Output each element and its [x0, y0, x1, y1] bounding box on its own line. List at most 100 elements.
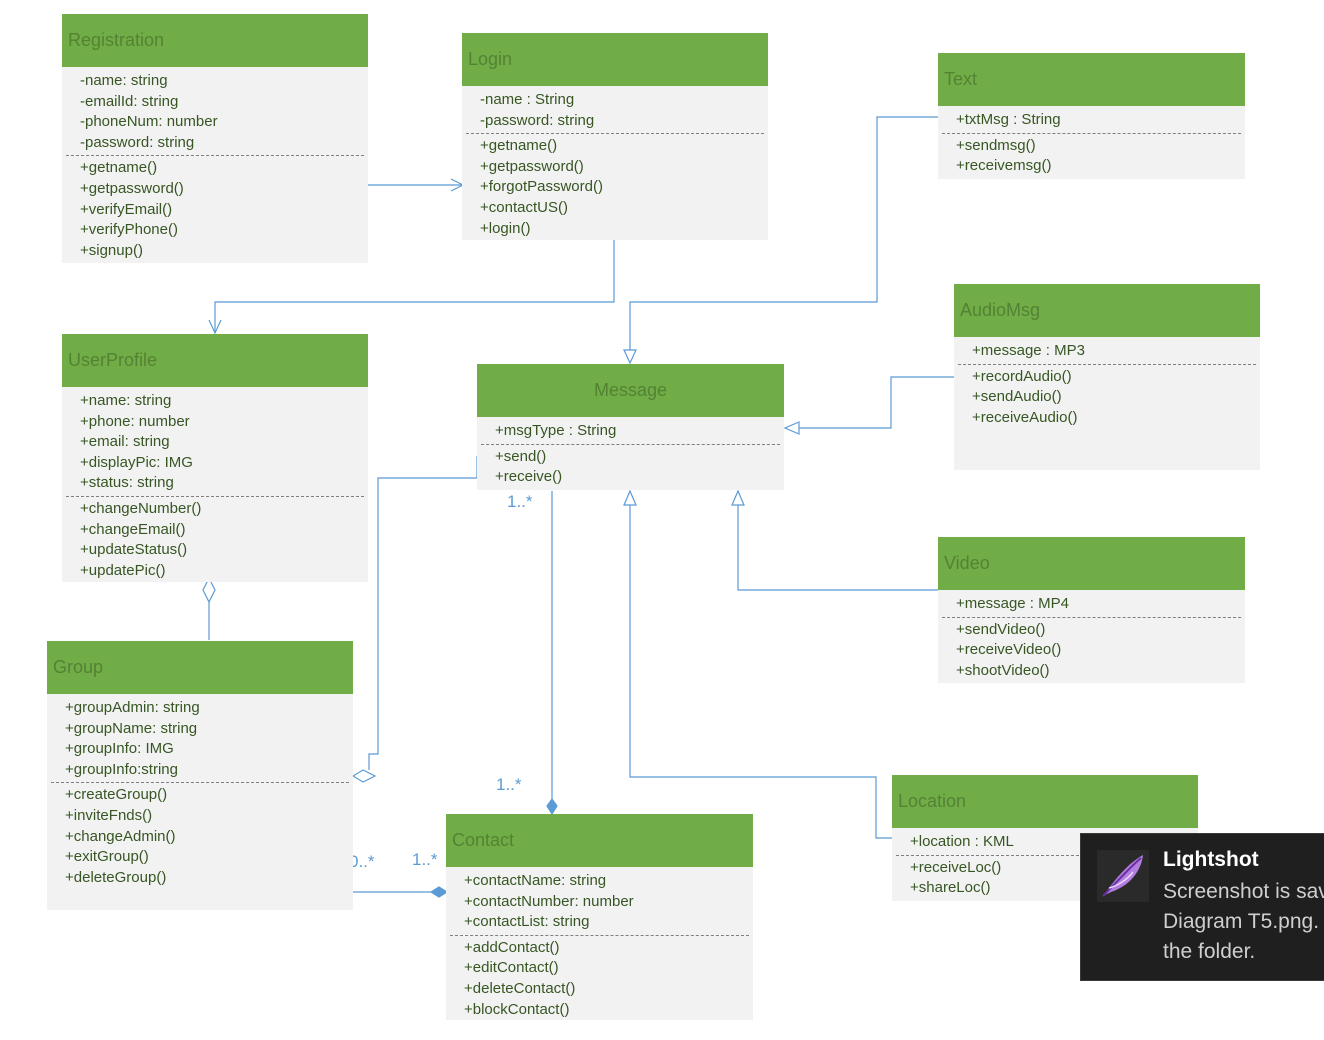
attribute: +groupName: string — [65, 719, 198, 737]
attributes-section: -name : String -password: string — [466, 86, 764, 135]
operation: +receive() — [495, 468, 563, 486]
class-name: Contact — [446, 814, 753, 867]
attribute: +status: string — [80, 474, 174, 492]
operation: +login() — [480, 219, 531, 237]
operation: +changeAdmin() — [65, 827, 176, 845]
class-name: Text — [938, 53, 1245, 106]
operation: +addContact() — [464, 938, 560, 956]
operations-section: +getname()+getpassword()+forgotPassword(… — [462, 134, 768, 241]
operation: +signup() — [80, 241, 143, 259]
multiplicity-label: 0..* — [349, 852, 375, 871]
operations-section: +sendmsg() +receivemsg() — [938, 134, 1245, 179]
attribute: -password: string — [80, 133, 195, 151]
operation: +sendVideo() — [956, 620, 1046, 638]
operation: +createGroup() — [65, 786, 168, 804]
operations-section: +send() +receive() — [477, 445, 784, 490]
open-arrow-userprofile — [208, 319, 222, 335]
operation: +inviteFnds() — [65, 806, 153, 824]
generalization-arrow-video — [731, 489, 745, 506]
attribute: +contactName: string — [464, 872, 607, 889]
notification-message-line: the folder. — [1163, 940, 1256, 963]
attribute: -emailId: string — [80, 92, 179, 110]
multiplicity-label: 1..* — [412, 850, 438, 869]
generalization-arrow-audio — [783, 421, 800, 435]
operation: +exitGroup() — [65, 848, 149, 866]
notification-message-line: Diagram T5.png. Click to open — [1163, 910, 1324, 933]
attributes-section: +location : KML — [896, 828, 1194, 856]
class-name: AudioMsg — [954, 284, 1260, 337]
operation: +getname() — [480, 137, 558, 155]
operations-section: +receiveLoc()+shareLoc() — [892, 856, 1198, 901]
class-registration[interactable]: Registration -name: string -emailId: strin… — [62, 14, 368, 263]
class-name: Registration — [62, 14, 368, 67]
attribute: -password: string — [480, 111, 595, 129]
operations-section: +getname() +getpassword() +verifyEmail() +v… — [62, 156, 368, 263]
attributes-section: +txtMsg : String — [942, 106, 1241, 134]
operation: +getpassword() — [80, 179, 184, 197]
attribute: +groupInfo:string — [65, 760, 178, 778]
operation: +sendmsg() — [956, 136, 1036, 154]
composition-diamond-group-contact — [429, 886, 449, 898]
attribute: +message : MP4 — [956, 595, 1069, 612]
text-message-line — [629, 116, 938, 350]
operation: +recordAudio() — [972, 367, 1072, 385]
operation: +getname() — [80, 159, 158, 177]
attribute: +message : MP3 — [972, 342, 1085, 359]
class-text[interactable]: Text +txtMsg : String +sendmsg() +receivems… — [938, 53, 1245, 179]
class-userprofile[interactable]: UserProfile+name: string+phone: number+e… — [62, 334, 368, 582]
attribute: -name : String — [480, 91, 575, 108]
attribute: -phoneNum: number — [80, 113, 218, 131]
operation: +updateStatus() — [80, 541, 188, 559]
class-audiomsg[interactable]: AudioMsg +message : MP3 +recordAudio()+sen… — [954, 284, 1260, 470]
operations-section: +addContact() +editContact() +deleteContac… — [446, 936, 753, 1022]
operation: +contactUS() — [480, 198, 568, 216]
operation: +changeEmail() — [80, 520, 186, 538]
class-name: Login — [462, 33, 768, 86]
attribute: +location : KML — [910, 833, 1014, 850]
attribute: +displayPic: IMG — [80, 453, 193, 471]
audio-message-line — [799, 376, 954, 429]
class-video[interactable]: Video+message : MP4 +sendVideo()+receive… — [938, 537, 1245, 683]
operation: +verifyEmail() — [80, 200, 173, 218]
video-message-line — [737, 505, 938, 591]
class-name: UserProfile — [62, 334, 368, 387]
operation: +verifyPhone() — [80, 221, 178, 239]
operation: +deleteContact() — [464, 979, 576, 997]
attributes-section: +contactName: string +contactNumber: numb… — [450, 867, 749, 936]
notification-title: Lightshot — [1163, 848, 1259, 871]
class-contact[interactable]: Contact +contactName: string +contactNumbe… — [446, 814, 753, 1020]
lightshot-notification[interactable]: Lightshot Screenshot is saved as Class D… — [1080, 833, 1324, 981]
operations-section: +changeNumber() +changeEmail() +updateStat… — [62, 497, 368, 583]
operation: +changeNumber() — [80, 499, 202, 517]
aggregation-diamond-group — [351, 769, 377, 783]
class-name: Video — [938, 537, 1245, 590]
operation: +editContact() — [464, 959, 559, 977]
aggregation-diamond-userprofile — [202, 576, 216, 604]
feather-icon — [1097, 850, 1149, 902]
class-group[interactable]: Group+groupAdmin: string+groupName: stri… — [47, 641, 353, 910]
operations-section: +createGroup() +inviteFnds() +changeAdmin(… — [47, 783, 353, 890]
attribute: +contactNumber: number — [464, 892, 634, 910]
attribute: -name: string — [80, 72, 168, 89]
operation: +receivemsg() — [956, 157, 1052, 175]
attribute: +contactList: string — [464, 913, 590, 931]
message-group-line — [368, 456, 478, 770]
generalization-arrow-location — [623, 489, 637, 506]
location-message-line — [629, 505, 892, 839]
attribute: +groupInfo: IMG — [65, 740, 174, 758]
class-login[interactable]: Login -name : String -password: string +get… — [462, 33, 768, 240]
attribute: +email: string — [80, 433, 170, 451]
operations-section: +recordAudio()+sendAudio()+receiveAudio(… — [954, 365, 1260, 431]
operation: +receiveAudio() — [972, 408, 1078, 426]
attributes-section: +message : MP3 — [958, 337, 1256, 365]
composition-diamond-contact — [546, 797, 558, 816]
operation: +shareLoc() — [910, 879, 991, 897]
operation: +send() — [495, 447, 547, 465]
attribute: +txtMsg : String — [956, 111, 1061, 128]
notification-message-line: Screenshot is saved as Class — [1163, 880, 1324, 903]
generalization-arrow-text — [623, 349, 637, 365]
operation: +getpassword() — [480, 157, 584, 175]
operation: +blockContact() — [464, 1000, 570, 1018]
class-message[interactable]: Message+msgType : String+send()+receive(… — [477, 364, 784, 490]
class-name: Location — [892, 775, 1198, 828]
